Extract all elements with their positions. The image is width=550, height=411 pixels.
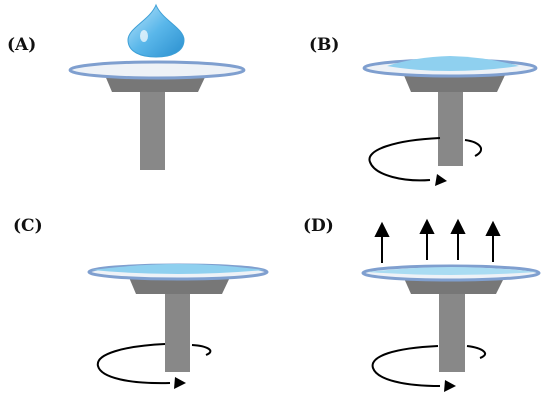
rotation-arrowhead — [444, 380, 456, 392]
spin-coater-c — [87, 263, 269, 389]
spin-chuck — [403, 73, 506, 92]
spin-shaft — [439, 290, 465, 372]
panel-label-a: (A) — [7, 35, 37, 55]
liquid-droplet — [127, 3, 185, 58]
panel-label-d: (D) — [303, 216, 334, 236]
evaporation-arrows — [374, 218, 501, 263]
rotation-arrowhead — [174, 377, 186, 389]
spin-shaft — [165, 290, 190, 372]
rotation-arrowhead — [435, 174, 447, 186]
liquid-film — [387, 56, 519, 71]
panel-a: (A) — [0, 0, 275, 205]
panel-c: (C) — [0, 206, 275, 411]
liquid-film — [367, 267, 537, 275]
rotation-arrow — [96, 343, 171, 385]
spin-shaft — [438, 88, 463, 166]
panel-label-b: (B) — [309, 35, 340, 55]
substrate-plate — [68, 60, 246, 80]
spin-coater-d — [361, 218, 541, 392]
spin-coater-a — [68, 3, 246, 170]
rotation-arrow — [368, 137, 441, 182]
panel-b: (B) — [275, 0, 550, 205]
liquid-film — [92, 264, 264, 274]
rotation-arrow — [371, 345, 441, 387]
spin-coater-b — [362, 56, 538, 186]
spin-shaft — [140, 88, 165, 170]
panel-d: (D) — [275, 206, 550, 411]
panel-label-c: (C) — [13, 216, 43, 236]
